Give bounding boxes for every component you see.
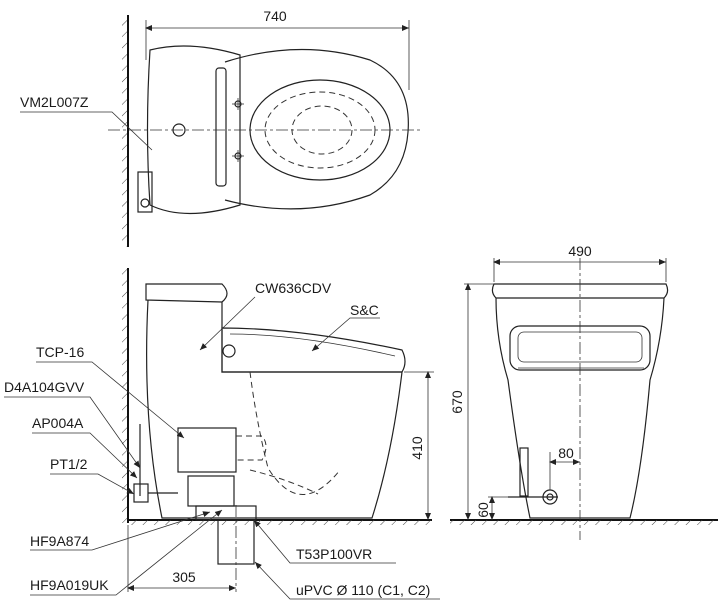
- leader-body: [311, 317, 380, 352]
- tank-outline-top: [146, 45, 241, 215]
- leader-stop-valve: [4, 396, 141, 469]
- mount-hole-top: [172, 123, 186, 137]
- bolt-mark-lower: [232, 150, 244, 162]
- washlet-hinge-side: [222, 344, 236, 358]
- leader-valve: [36, 361, 185, 439]
- wall-hatch-top: [122, 15, 128, 247]
- label-body: S&C: [350, 302, 379, 318]
- dim-670-text: 670: [449, 390, 465, 414]
- leader-pipe: [254, 561, 440, 600]
- leader-flange: [30, 511, 211, 551]
- leader-adapter: [30, 509, 223, 596]
- flush-valve-side: [177, 427, 237, 473]
- leader-hose: [32, 432, 138, 479]
- dim-60-text: 60: [475, 502, 491, 518]
- stop-valve-side: [133, 483, 149, 503]
- label-washlet: CW636CDV: [255, 280, 332, 296]
- label-outlet: T53P100VR: [296, 546, 372, 562]
- dim-80-text: 80: [558, 445, 574, 461]
- side-view: 410 305 CW636CDV S&C TCP-16 D4A104GVV AP…: [4, 268, 440, 600]
- stop-valve-knob-top: [140, 198, 150, 208]
- trapway-dashed: [249, 371, 341, 495]
- leader-thread: [50, 473, 135, 495]
- washlet-lid-line: [229, 333, 396, 357]
- drain-hose-dash: [249, 469, 319, 495]
- body-outline-side: [146, 299, 403, 519]
- washlet-seat-side: [221, 327, 406, 373]
- valve-dash: [236, 435, 267, 461]
- dim-410-text: 410: [409, 436, 425, 460]
- bowl-outer-top: [224, 48, 409, 210]
- leader-outlet: [253, 519, 396, 564]
- hose-front: [519, 447, 529, 497]
- label-adapter: HF9A019UK: [30, 577, 109, 593]
- floor-hatch-front: [450, 520, 718, 525]
- label-valve: TCP-16: [36, 344, 84, 360]
- top-view: 740 VM2L007Z: [20, 8, 420, 247]
- label-flange: HF9A874: [30, 533, 89, 549]
- seat-hinge-top: [215, 67, 227, 187]
- label-seat-code: VM2L007Z: [20, 94, 89, 110]
- stop-valve-knob-front: [546, 493, 554, 501]
- front-view: 490 670 80 60: [449, 243, 718, 540]
- label-hose: AP004A: [32, 415, 84, 431]
- leader-washlet: [199, 296, 256, 351]
- floor-hatch-side: [128, 520, 432, 525]
- label-stop-valve: D4A104GVV: [4, 379, 85, 395]
- bolt-mark-upper: [232, 98, 244, 110]
- valve-lower: [187, 475, 235, 507]
- stop-valve-top: [137, 171, 153, 213]
- leader-seat-code: [20, 111, 153, 151]
- dim-490-text: 490: [568, 243, 592, 259]
- dim-740-text: 740: [263, 8, 287, 24]
- dim-305-text: 305: [172, 569, 196, 585]
- label-thread: PT1/2: [50, 456, 88, 472]
- label-pipe: uPVC Ø 110 (C1, C2): [296, 582, 430, 598]
- tank-lid-side: [145, 283, 228, 303]
- wall-hatch-side: [122, 268, 128, 523]
